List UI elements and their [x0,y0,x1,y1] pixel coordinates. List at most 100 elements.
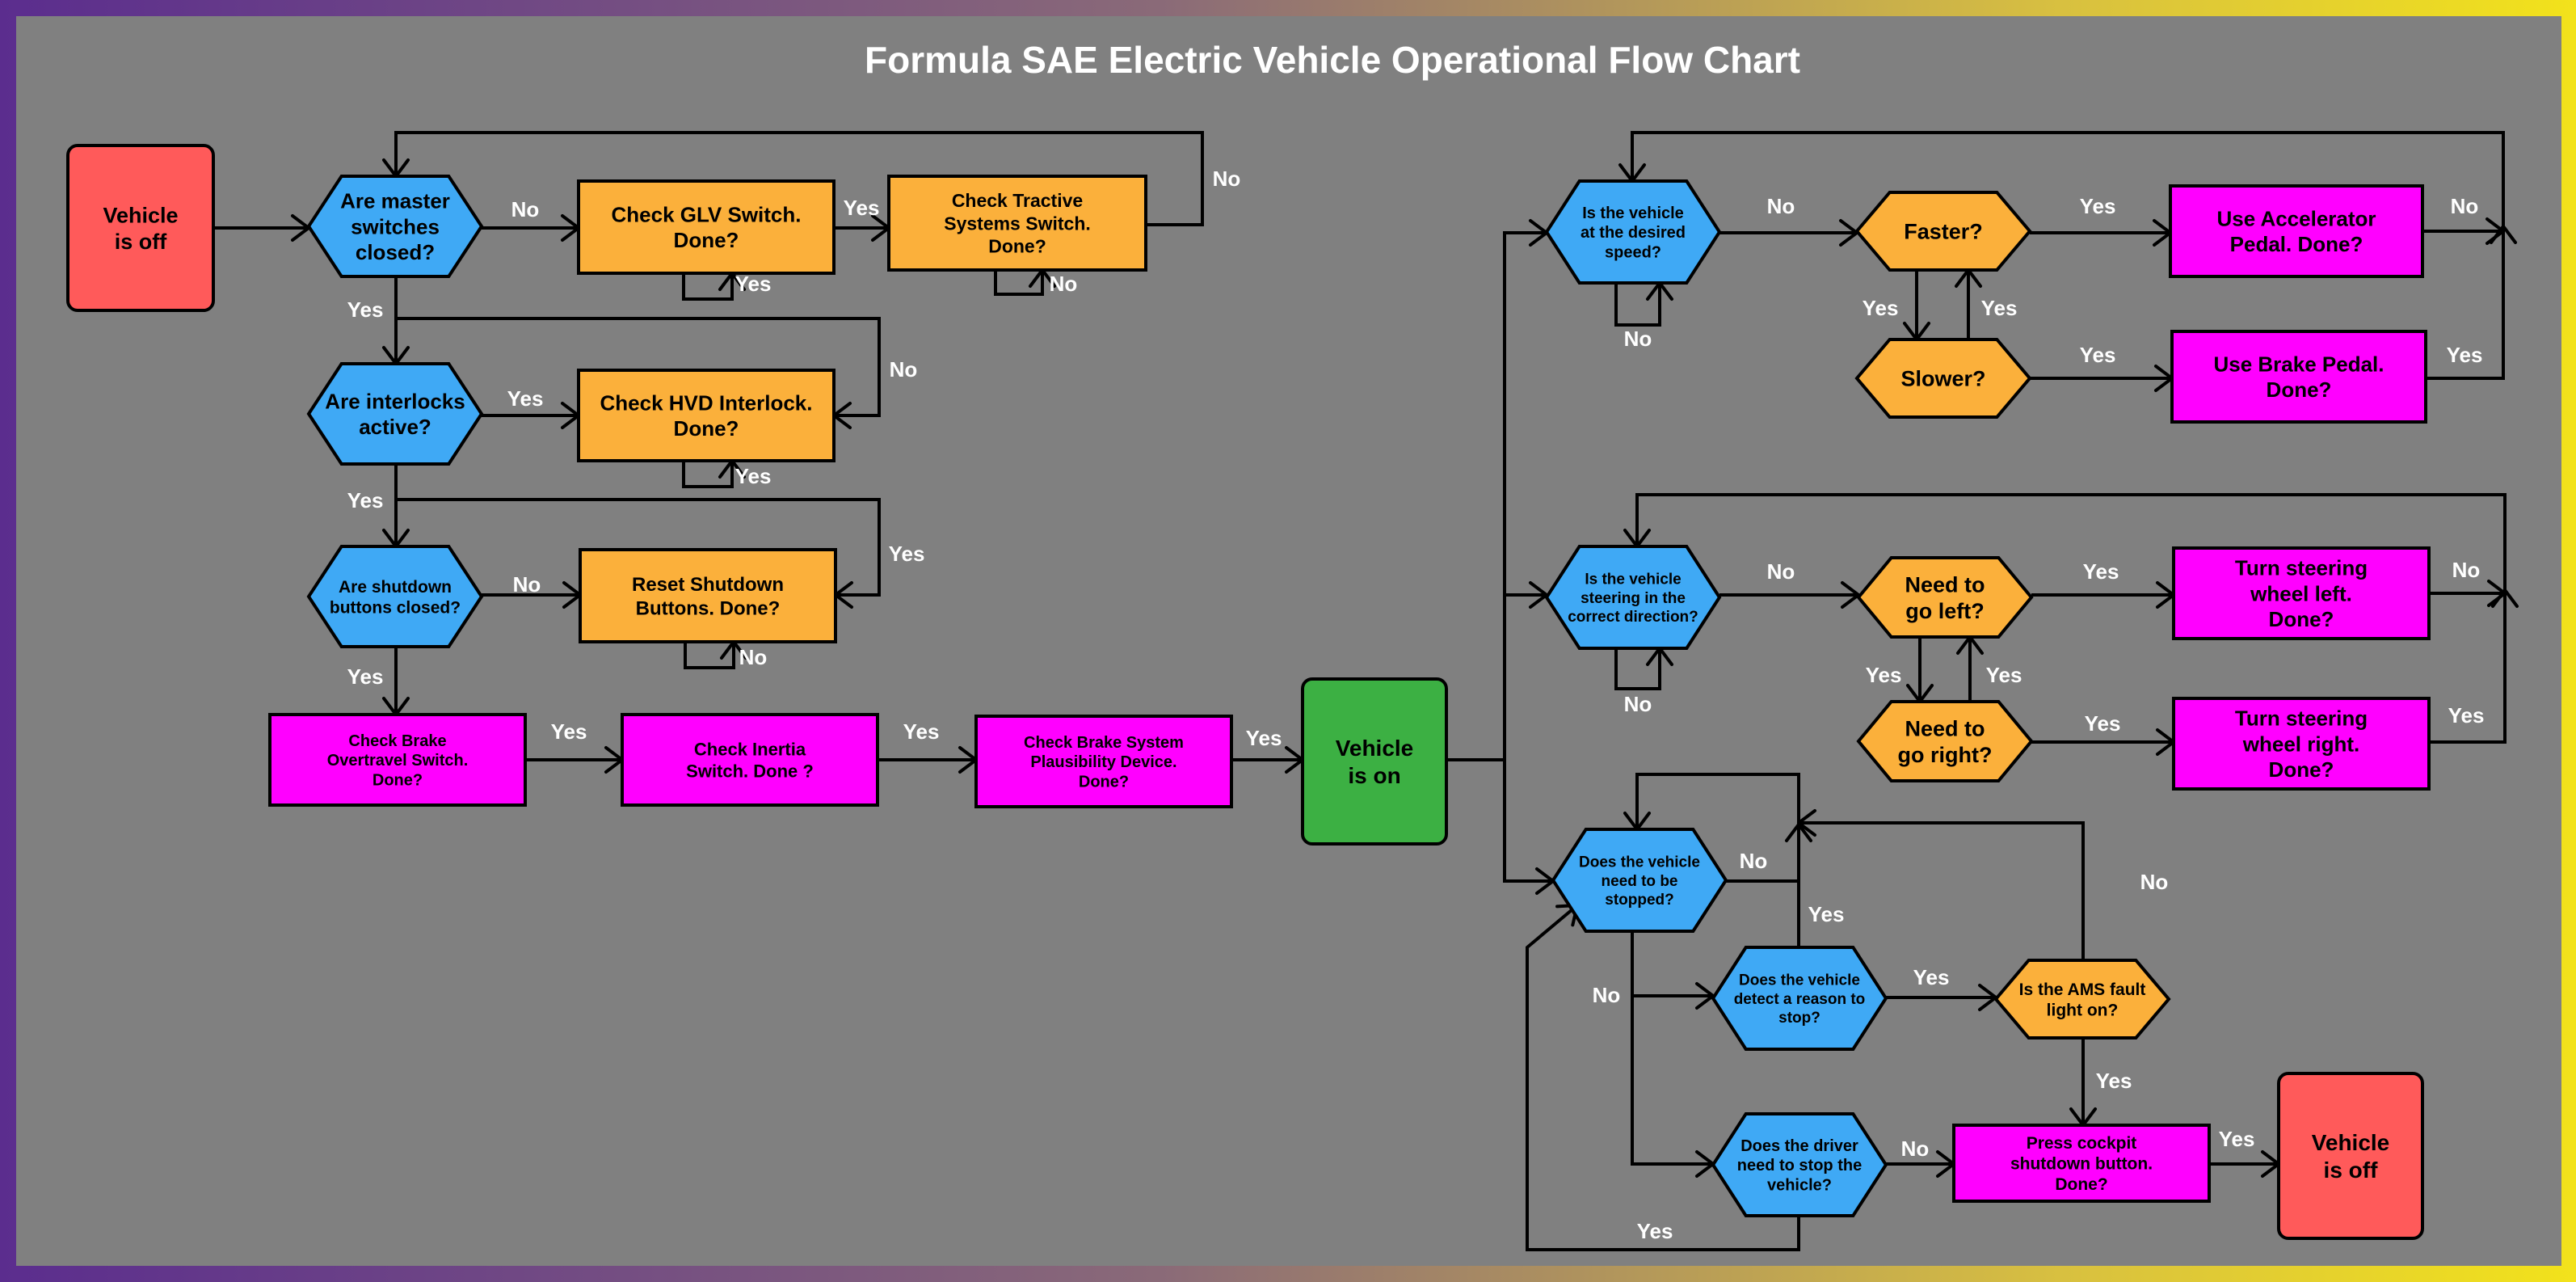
terminal-shape [66,144,215,312]
edge-label-yes: Yes [1863,296,1899,320]
edge-label-no: No [2452,558,2481,582]
connectors [213,131,2519,1251]
edge-label-yes: Yes [2080,343,2116,367]
node-text: vehicle? [1767,1177,1832,1195]
edge-label-no: No [1213,167,1241,191]
hexagon-shape [1711,946,1888,1051]
arrowhead [2490,225,2517,244]
node-text: wheel right. [2242,732,2359,756]
rect-shape [621,713,879,807]
edge-label-yes: Yes [1866,663,1902,687]
edge-label-yes: Yes [2447,343,2483,367]
edge-label-yes: Yes [347,297,384,322]
node-text: Done? [674,416,739,441]
node-text: Slower? [1900,367,1985,391]
connector-line [1503,760,1553,883]
edge-label-no: No [1593,983,1621,1007]
node-text: stop? [1778,1010,1820,1027]
terminal-shape [2277,1072,2424,1240]
connector-line [684,642,735,669]
node-text: Use Brake Pedal. [2213,352,2384,377]
edge-label-no: No [1050,272,1078,296]
node-text: shutdown button. [2010,1155,2153,1174]
edge-label-yes: Yes [1637,1219,1673,1243]
node-driver: Does the driver need to stop the vehicle? [1711,1112,1888,1217]
node-text: Are interlocks [325,390,465,414]
node-text: Does the driver [1740,1137,1858,1155]
hexagon-shape [1854,338,2032,419]
connector-line [396,498,881,597]
edge-label-yes: Yes [2096,1069,2132,1093]
node-text: Pedal. Done? [2230,232,2363,256]
edge-label-yes: Yes [347,488,384,512]
node-text: Check GLV Switch. [611,203,801,227]
node-text: Overtravel Switch. [327,752,469,770]
node-text: Vehicle [2312,1130,2390,1155]
edge-label-no: No [1767,194,1795,218]
connector-line [1631,131,2505,380]
node-text: closed? [356,240,435,264]
edge-label-yes: Yes [347,664,384,689]
node-text: at the desired [1581,224,1686,242]
node-text: Are master [340,189,450,213]
hexagon-shape [1856,700,2034,782]
edge-label-yes: Yes [2219,1127,2255,1151]
connector-line [396,317,881,417]
node-text: stopped? [1605,892,1674,909]
edge-label-yes: Yes [507,386,544,411]
edge-label-no: No [511,197,540,221]
hexagon-shape [1544,545,1722,650]
node-text: Check Brake System [1024,734,1184,752]
node-glv: Check GLV Switch.Done? [577,179,836,275]
node-text: Done? [674,228,739,252]
node-text: Are shutdown [339,578,452,597]
node-text: need to stop the [1737,1157,1862,1174]
edge-label-no: No [1767,559,1795,584]
connector-line [682,461,734,488]
node-text: Check HVD Interlock. [600,391,813,415]
hexagon-shape [306,175,484,278]
node-text: Use Accelerator [2216,207,2376,231]
node-text: need to be [1601,873,1677,890]
edge-label-yes: Yes [2085,711,2121,736]
rect-shape [577,369,836,462]
arrowhead [2491,588,2519,608]
edge-label-yes: Yes [1981,296,2018,320]
edge-label-yes: Yes [844,196,880,220]
connector-line [994,270,1044,296]
node-text: Plausibility Device. [1030,753,1176,771]
rect-shape [268,713,527,807]
node-text: Is the vehicle [1585,571,1681,588]
edge-label-yes: Yes [2083,559,2119,584]
node-brake: Use Brake Pedal.Done? [2170,330,2427,424]
terminal-shape [1301,677,1448,846]
edge-label-yes: Yes [735,464,772,488]
edge-label-yes: Yes [1986,663,2022,687]
edge-label-yes: Yes [735,272,772,296]
edge-label-no: No [739,645,768,669]
rect-shape [2172,546,2431,640]
edge-label-yes: Yes [2448,703,2485,727]
node-hvd: Check HVD Interlock.Done? [577,369,836,462]
edge-label-no: No [1901,1137,1930,1161]
node-text: Done? [1079,774,1129,791]
connector-line [1614,648,1661,690]
connector-line [1614,283,1661,327]
rect-shape [2170,330,2427,424]
